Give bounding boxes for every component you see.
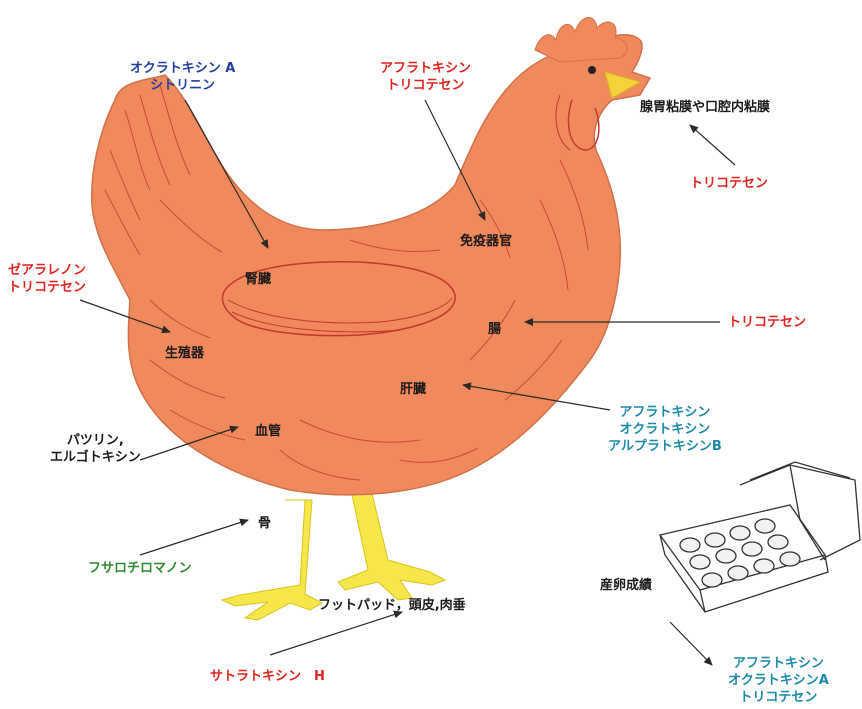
arrow-immune bbox=[424, 99, 486, 221]
toxin-kidney-2: シトリニン bbox=[150, 78, 216, 93]
toxin-liver-1: アフラトキシン bbox=[619, 405, 711, 420]
comb bbox=[534, 17, 628, 63]
arrow-liver bbox=[462, 382, 611, 411]
organ-bone: 骨 bbox=[258, 516, 272, 531]
toxin-kidney-1: オクラトキシン A bbox=[130, 61, 236, 76]
toxin-egg-2: オクラトキシンA bbox=[728, 673, 829, 688]
toxin-blood-vessel-2: エルゴトキシン bbox=[50, 450, 141, 465]
arrow-footpad bbox=[269, 610, 403, 656]
organ-kidney: 腎臓 bbox=[245, 272, 272, 287]
arrow-bone bbox=[139, 518, 249, 556]
organ-egg-production: 産卵成績 bbox=[600, 578, 653, 593]
arrow-reproductive bbox=[79, 299, 171, 334]
organ-reproductive: 生殖器 bbox=[165, 346, 205, 361]
toxin-label-reproductive: ゼアラレノン トリコテセン bbox=[8, 262, 86, 296]
organ-mucosa: 腺胃粘膜や口腔内粘膜 bbox=[640, 100, 771, 115]
arrow-kidney bbox=[184, 99, 269, 249]
toxin-label-liver: アフラトキシン オクラトキシン アルプラトキシンB bbox=[608, 404, 722, 455]
toxin-footpad-1: サトラトキシン H bbox=[210, 669, 325, 684]
feather-strokes bbox=[104, 84, 589, 481]
toxin-label-footpad: サトラトキシン H bbox=[210, 668, 325, 685]
egg-carton bbox=[658, 461, 861, 613]
toxin-label-kidney: オクラトキシン A シトリニン bbox=[130, 60, 235, 94]
toxin-label-mucosa: トリコテセン bbox=[690, 175, 768, 192]
toxin-immune-2: トリコテセン bbox=[386, 78, 465, 93]
toxin-egg-3: トリコテセン bbox=[739, 690, 818, 705]
toxin-label-egg-production: アフラトキシン オクラトキシンA トリコテセン bbox=[728, 655, 829, 706]
chicken-legs bbox=[220, 484, 447, 621]
toxin-liver-3: アルプラトキシンB bbox=[608, 439, 722, 454]
organ-footpad: フットパッド，頭皮,肉垂 bbox=[318, 598, 466, 613]
beak bbox=[604, 71, 642, 99]
toxin-label-bone: フサロチロマノン bbox=[88, 560, 192, 577]
left-leg bbox=[220, 499, 324, 621]
toxin-label-immune: アフラトキシン トリコテセン bbox=[380, 60, 471, 94]
chicken-head bbox=[534, 17, 642, 151]
eye bbox=[588, 66, 596, 74]
toxin-label-blood-vessel: パツリン, エルゴトキシン bbox=[50, 432, 141, 466]
arrow-egg bbox=[669, 621, 713, 666]
organ-immune: 免疫器官 bbox=[460, 234, 513, 249]
toxin-immune-1: アフラトキシン bbox=[380, 61, 472, 76]
toxin-blood-vessel-1: パツリン, bbox=[66, 433, 124, 448]
arrows bbox=[79, 99, 736, 666]
toxin-reproductive-2: トリコテセン bbox=[8, 280, 87, 295]
toxin-egg-1: アフラトキシン bbox=[732, 656, 824, 671]
toxin-intestine-1: トリコテセン bbox=[728, 315, 807, 330]
toxin-mucosa-1: トリコテセン bbox=[690, 176, 769, 191]
toxin-liver-2: オクラトキシン bbox=[619, 422, 711, 437]
arrow-mucosa bbox=[689, 124, 736, 166]
chicken-body bbox=[90, 33, 652, 496]
right-leg bbox=[337, 484, 447, 601]
organ-blood-vessel: 血管 bbox=[255, 424, 282, 439]
toxin-reproductive-1: ゼアラレノン bbox=[8, 263, 87, 278]
toxin-bone-1: フサロチロマノン bbox=[88, 561, 192, 576]
organ-liver: 肝臓 bbox=[400, 382, 427, 397]
wattle bbox=[567, 99, 600, 151]
toxin-label-intestine: トリコテセン bbox=[728, 314, 806, 331]
arrow-blood-vessel bbox=[139, 425, 239, 461]
organ-intestine: 腸 bbox=[488, 322, 502, 337]
